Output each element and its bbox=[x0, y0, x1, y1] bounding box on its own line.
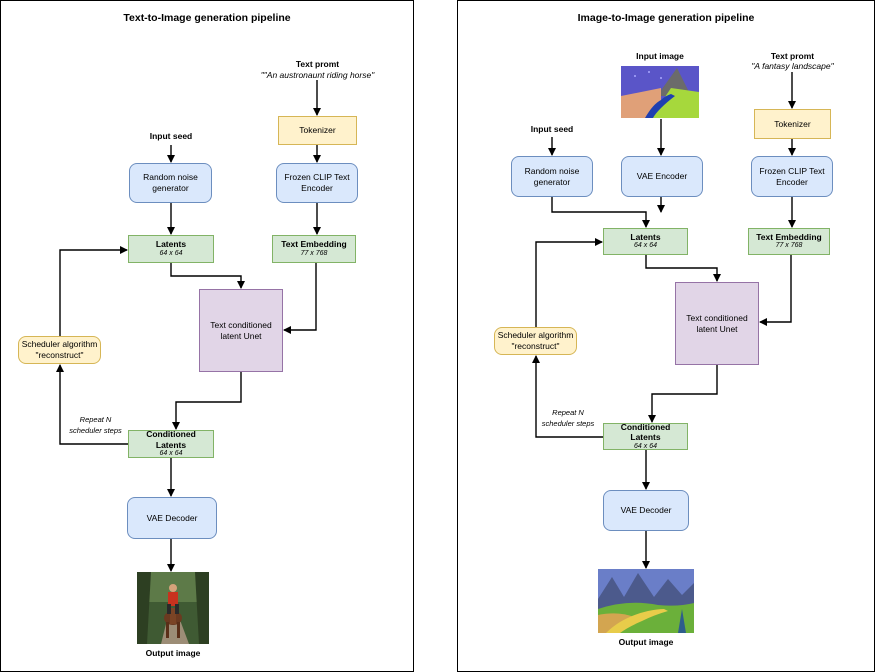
right-unet-label: Text conditioned latent Unet bbox=[686, 312, 748, 334]
right-random-noise-label: Random noise generator bbox=[524, 165, 580, 187]
left-output-label: Output image bbox=[145, 648, 201, 658]
right-random-noise-box: Random noise generator bbox=[511, 156, 593, 197]
left-edge-latents-unet bbox=[170, 263, 245, 289]
left-latents-box: Latents 64 x 64 bbox=[128, 235, 214, 263]
left-title: Text-to-Image generation pipeline bbox=[123, 12, 291, 24]
right-text-embedding-box: Text Embedding 77 x 768 bbox=[748, 228, 830, 255]
right-edge-condlatents-scheduler bbox=[532, 355, 603, 438]
left-edge-condlatents-scheduler bbox=[56, 364, 128, 445]
right-text-embedding-label: Text Embedding bbox=[756, 231, 822, 242]
left-clip-encoder-label: Frozen CLIP Text Encoder bbox=[284, 172, 350, 193]
right-text-embedding-dim: 77 x 768 bbox=[775, 242, 803, 250]
right-tokenizer-box: Tokenizer bbox=[754, 109, 831, 139]
right-clip-encoder-box: Frozen CLIP Text Encoder bbox=[751, 156, 833, 197]
right-clip-encoder-label: Frozen CLIP Text Encoder bbox=[759, 165, 825, 187]
right-scheduler-box: Scheduler algorithm "reconstruct" bbox=[494, 327, 577, 355]
left-text-prompt-value: ""An austronaunt riding horse" bbox=[260, 70, 375, 80]
right-edge-noise-latents bbox=[551, 197, 650, 228]
right-edge-unet-condlatents bbox=[648, 365, 718, 423]
right-unet-box: Text conditioned latent Unet bbox=[675, 282, 759, 365]
left-edge-embedding-unet bbox=[283, 263, 317, 334]
right-latents-dim: 64 x 64 bbox=[634, 242, 657, 250]
left-repeat-label: Repeat N scheduler steps bbox=[69, 415, 122, 435]
right-edge-latents-unet bbox=[645, 255, 721, 282]
right-latents-label: Latents bbox=[630, 231, 661, 242]
right-cond-latents-label: Conditioned Latents bbox=[620, 421, 671, 443]
right-cond-latents-dim: 64 x 64 bbox=[634, 442, 657, 450]
left-output-image bbox=[137, 572, 209, 644]
left-unet-label: Text conditioned latent Unet bbox=[210, 319, 272, 341]
left-edge-scheduler-latents bbox=[59, 246, 128, 336]
left-edge-unet-condlatents bbox=[172, 372, 242, 430]
left-vae-decoder-label: VAE Decoder bbox=[146, 512, 198, 523]
right-repeat-label: Repeat N scheduler steps bbox=[541, 408, 595, 428]
left-scheduler-box: Scheduler algorithm "reconstruct" bbox=[18, 336, 101, 364]
right-vae-encoder-label: VAE Encoder bbox=[636, 171, 688, 182]
right-output-label: Output image bbox=[618, 637, 674, 647]
left-cond-latents-label: Conditioned Latents bbox=[146, 429, 196, 450]
right-input-seed-label: Input seed bbox=[530, 124, 574, 134]
right-vae-decoder-label: VAE Decoder bbox=[620, 505, 672, 516]
left-tokenizer-label: Tokenizer bbox=[299, 125, 336, 136]
right-latents-box: Latents 64 x 64 bbox=[603, 228, 688, 255]
left-random-noise-box: Random noise generator bbox=[129, 163, 212, 203]
left-unet-box: Text conditioned latent Unet bbox=[199, 289, 283, 372]
left-latents-label: Latents bbox=[155, 239, 187, 250]
left-text-embedding-box: Text Embedding 77 x 768 bbox=[272, 235, 356, 263]
left-scheduler-label: Scheduler algorithm "reconstruct" bbox=[21, 339, 98, 360]
right-scheduler-label: Scheduler algorithm "reconstruct" bbox=[497, 330, 574, 351]
right-input-image bbox=[621, 66, 699, 118]
left-latents-dim: 64 x 64 bbox=[159, 249, 183, 257]
left-tokenizer-box: Tokenizer bbox=[278, 116, 357, 145]
left-text-prompt-label: Text promt bbox=[295, 59, 340, 69]
left-cond-latents-box: Conditioned Latents 64 x 64 bbox=[128, 429, 214, 458]
right-text-prompt-value: "A fantasy landscape" bbox=[751, 61, 834, 71]
right-text-prompt-label: Text promt bbox=[770, 51, 815, 61]
right-edge-embedding-unet bbox=[759, 255, 792, 326]
left-random-noise-label: Random noise generator bbox=[143, 172, 198, 193]
right-title: Image-to-Image generation pipeline bbox=[577, 12, 755, 24]
right-cond-latents-box: Conditioned Latents 64 x 64 bbox=[603, 421, 688, 450]
left-cond-latents-dim: 64 x 64 bbox=[159, 450, 183, 458]
right-input-image-label: Input image bbox=[636, 51, 684, 61]
left-vae-decoder-box: VAE Decoder bbox=[127, 497, 217, 539]
left-input-seed-label: Input seed bbox=[149, 131, 193, 141]
left-clip-encoder-box: Frozen CLIP Text Encoder bbox=[276, 163, 358, 203]
right-vae-decoder-box: VAE Decoder bbox=[603, 490, 689, 531]
right-vae-encoder-box: VAE Encoder bbox=[621, 156, 703, 197]
left-text-embedding-label: Text Embedding bbox=[281, 239, 347, 250]
right-edge-scheduler-latents bbox=[535, 238, 603, 327]
right-output-image bbox=[598, 569, 694, 633]
left-text-embedding-dim: 77 x 768 bbox=[300, 249, 328, 257]
right-tokenizer-label: Tokenizer bbox=[774, 118, 811, 129]
